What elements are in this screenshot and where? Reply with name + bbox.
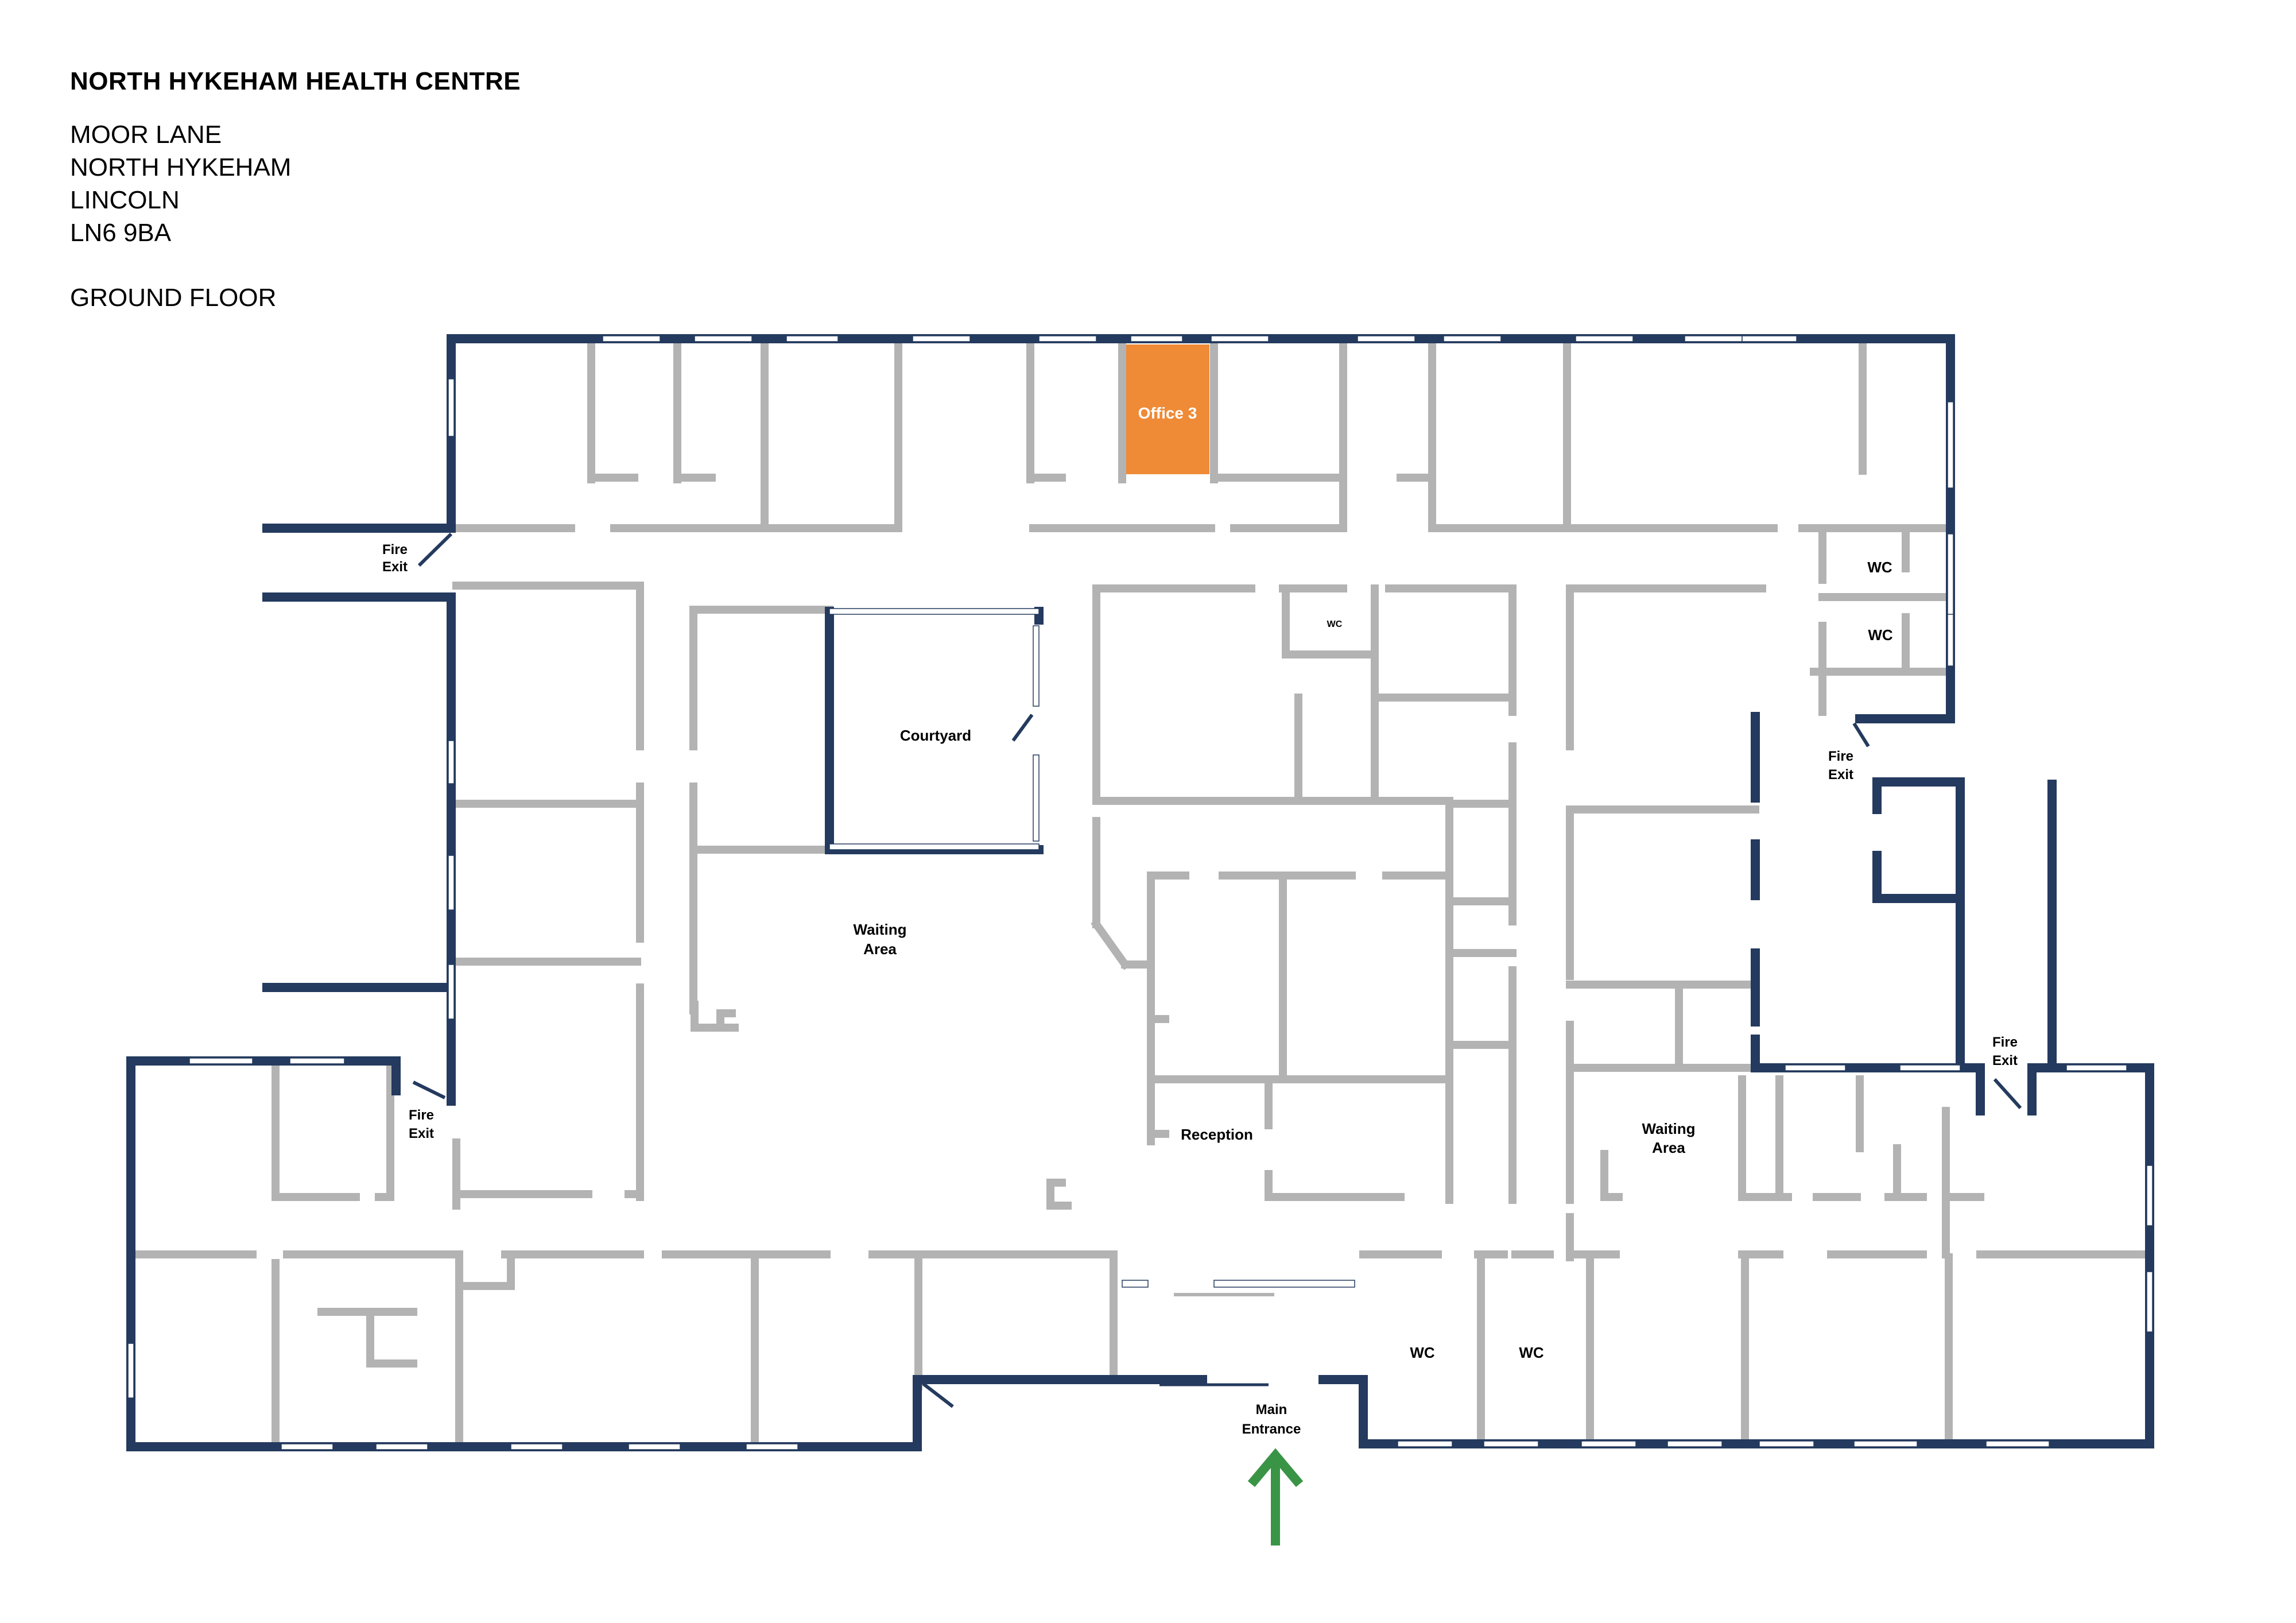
waiting-area-east-label-2: Area <box>1652 1139 1685 1156</box>
address-line-3: LINCOLN <box>70 186 180 214</box>
fire-exit-se-label-1: Fire <box>1992 1035 2018 1050</box>
main-entrance-label-1: Main <box>1256 1402 1287 1417</box>
reception-label: Reception <box>1181 1126 1253 1143</box>
fire-exit-sw-label-1: Fire <box>409 1107 434 1123</box>
waiting-area-main-label-2: Area <box>863 940 897 958</box>
fire-exit-nw-label-1: Fire <box>382 542 408 557</box>
fire-exit-doors <box>412 532 2022 1408</box>
fire-exit-nw-label-2: Exit <box>382 559 408 575</box>
internal-wall <box>1091 919 1131 970</box>
address-line-1: MOOR LANE <box>70 121 222 149</box>
entrance-arrow-icon <box>1247 1448 1304 1545</box>
postcode: LN6 9BA <box>70 219 172 247</box>
wc-s-1-label: WC <box>1410 1344 1435 1361</box>
fire-exit-ne-label-1: Fire <box>1828 749 1853 764</box>
waiting-area-main-label-1: Waiting <box>854 921 907 938</box>
fire-exit-se-label-2: Exit <box>1992 1053 2018 1068</box>
wc-ne-2-label: WC <box>1868 626 1893 644</box>
office-3-label: Office 3 <box>1138 404 1197 422</box>
office-3-highlight[interactable] <box>1126 344 1209 474</box>
building-title: NORTH HYKEHAM HEALTH CENTRE <box>70 67 521 95</box>
internal-walls <box>131 340 2154 1445</box>
waiting-area-east-label-1: Waiting <box>1642 1120 1696 1137</box>
wc-ne-1-label: WC <box>1867 559 1892 576</box>
fire-exit-sw-label-2: Exit <box>409 1126 434 1141</box>
address-line-2: NORTH HYKEHAM <box>70 153 292 181</box>
main-entrance-label-2: Entrance <box>1242 1421 1301 1437</box>
wc-small-label: WC <box>1327 619 1343 629</box>
courtyard-label: Courtyard <box>900 727 971 744</box>
fire-exit-ne-label-2: Exit <box>1828 767 1853 783</box>
plan-header: NORTH HYKEHAM HEALTH CENTRE MOOR LANE NO… <box>70 64 521 315</box>
wc-s-2-label: WC <box>1519 1344 1544 1361</box>
windows <box>127 335 2153 1450</box>
floor-label: GROUND FLOOR <box>70 284 277 312</box>
